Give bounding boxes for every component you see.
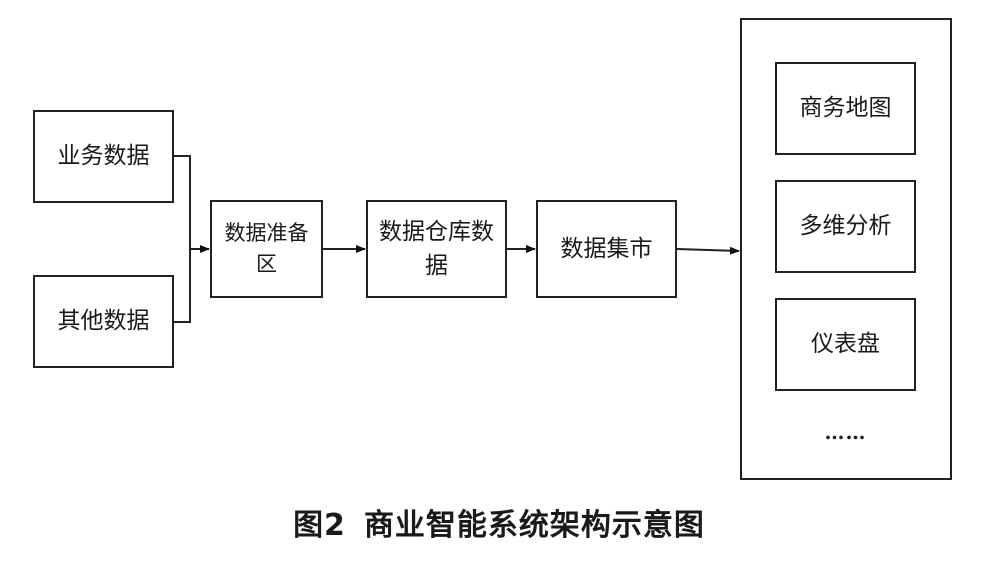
node-business-data: 业务数据 [33,110,174,203]
node-data-staging-label: 数据准备区 [224,220,309,277]
figure-title: 商业智能系统架构示意图 [363,508,705,543]
node-other-data-label: 其他数据 [57,308,150,335]
node-data-staging: 数据准备区 [210,200,323,298]
app-dashboard-label: 仪表盘 [811,331,880,358]
app-multidimensional-analysis: 多维分析 [775,180,916,273]
connector-business-data [174,155,191,249]
app-business-map: 商务地图 [775,62,916,155]
node-data-mart-label: 数据集市 [560,235,653,262]
app-dashboard: 仪表盘 [775,298,916,391]
figure-caption: 图2 商业智能系统架构示意图 [0,500,998,544]
applications-more-ellipsis: …… [824,420,867,444]
app-multidimensional-analysis-label: 多维分析 [799,213,892,240]
connector-other-data [174,249,191,323]
node-data-warehouse-label: 数据仓库数据 [379,218,494,280]
node-data-warehouse: 数据仓库数据 [366,200,507,298]
app-business-map-label: 商务地图 [799,95,892,122]
node-other-data: 其他数据 [33,275,174,368]
arrow-mart-to-applications [676,246,740,255]
node-business-data-label: 业务数据 [57,143,150,170]
figure-number: 图2 [293,508,346,543]
node-data-mart: 数据集市 [536,200,677,298]
